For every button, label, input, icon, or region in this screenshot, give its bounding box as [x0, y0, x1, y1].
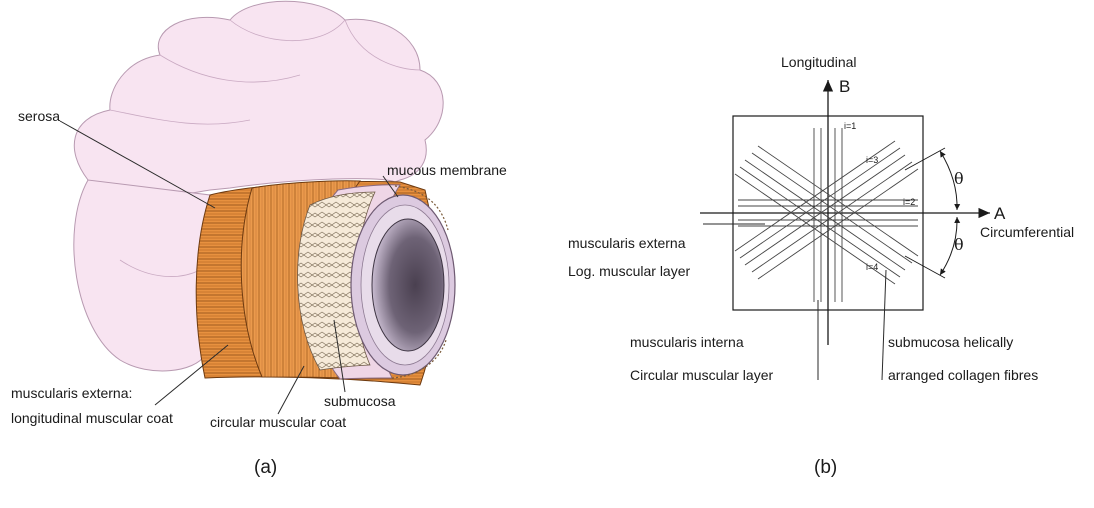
lumen: [372, 219, 444, 351]
label-muscularis-interna: muscularis interna: [630, 334, 744, 350]
label-log-muscular-layer: Log. muscular layer: [568, 263, 691, 279]
label-i2: i=2: [903, 197, 915, 207]
label-submucosa: submucosa: [324, 393, 396, 409]
label-i4: i=4: [866, 262, 878, 272]
label-longitudinal-coat: longitudinal muscular coat: [11, 410, 173, 426]
caption-b: (b): [814, 457, 837, 478]
label-collagen-fibres: arranged collagen fibres: [888, 367, 1038, 383]
label-b: B: [839, 77, 850, 96]
fibres-family-4: [735, 146, 918, 284]
theta-upper: θ: [954, 169, 964, 188]
label-circular-coat: circular muscular coat: [210, 414, 346, 430]
label-circular-muscular-layer: Circular muscular layer: [630, 367, 773, 383]
label-i3: i=3: [866, 155, 878, 165]
label-submucosa-helically: submucosa helically: [888, 334, 1013, 350]
theta-lower: θ: [954, 235, 964, 254]
label-muscularis-externa: muscularis externa:: [11, 385, 132, 401]
label-serosa: serosa: [18, 108, 60, 124]
caption-a: (a): [254, 457, 277, 478]
fibres-family-3: [735, 141, 918, 279]
label-a: A: [994, 204, 1006, 223]
panel-b-fibre-diagram: i=1 i=2 i=3 i=4 θ θ Longitudinal B A Cir…: [568, 54, 1074, 478]
label-mucous-membrane: mucous membrane: [387, 162, 507, 178]
label-circumferential: Circumferential: [980, 224, 1074, 240]
label-i1: i=1: [844, 121, 856, 131]
label-longitudinal: Longitudinal: [781, 54, 857, 70]
panel-a-intestine-illustration: serosa mucous membrane muscularis extern…: [11, 1, 507, 478]
label-muscularis-externa-b: muscularis externa: [568, 235, 686, 251]
